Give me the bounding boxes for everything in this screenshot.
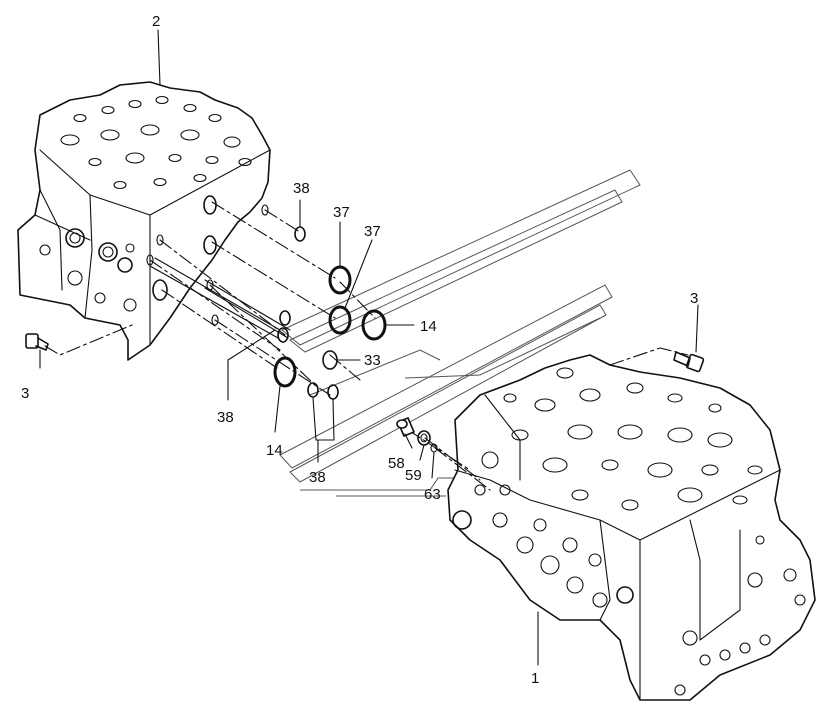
o-ring-14-left [273, 356, 297, 388]
callout-1: 1 [531, 670, 539, 687]
valve-1-side-ports [452, 451, 806, 696]
valve-section-1 [447, 354, 816, 701]
callout-38-left: 38 [217, 409, 234, 426]
callout-38-bottom: 38 [309, 469, 326, 486]
callout-37-a: 37 [333, 204, 350, 221]
assembly-lines [44, 201, 689, 491]
callout-2: 2 [152, 13, 160, 30]
valve-2-top-ports [60, 95, 252, 190]
callout-3-left: 3 [21, 385, 29, 402]
seals [273, 226, 387, 400]
callout-63: 63 [424, 486, 441, 503]
callout-labels: 2 3 3 38 37 37 14 33 38 14 38 58 59 63 1 [21, 13, 698, 687]
leader-lines [39, 29, 699, 666]
o-ring-38-a [279, 310, 291, 326]
callout-3-right: 3 [690, 290, 698, 307]
callout-14-right: 14 [420, 318, 437, 335]
o-ring-38-d [327, 384, 339, 400]
o-ring-38-top [294, 226, 306, 242]
callout-37-b: 37 [364, 223, 381, 240]
o-ring-37-upper [328, 265, 352, 295]
o-ring-14-right [361, 309, 387, 341]
callout-59: 59 [405, 467, 422, 484]
valve-2-side-ports [39, 195, 269, 326]
callout-38-top: 38 [293, 180, 310, 197]
plug-58 [396, 417, 415, 437]
valve-section-2 [17, 81, 271, 361]
tie-rods [149, 257, 291, 339]
o-ring-37-lower [328, 305, 352, 335]
o-ring-38-b [277, 327, 289, 343]
o-ring-33 [322, 350, 338, 370]
callout-33: 33 [364, 352, 381, 369]
bolt-right [673, 351, 705, 373]
watermark-arrows [279, 169, 641, 497]
valve-1-top-ports [503, 367, 763, 511]
o-ring-38-c [307, 382, 319, 398]
bolt-left [25, 333, 49, 351]
callout-14-left: 14 [266, 442, 283, 459]
callout-58: 58 [388, 455, 405, 472]
